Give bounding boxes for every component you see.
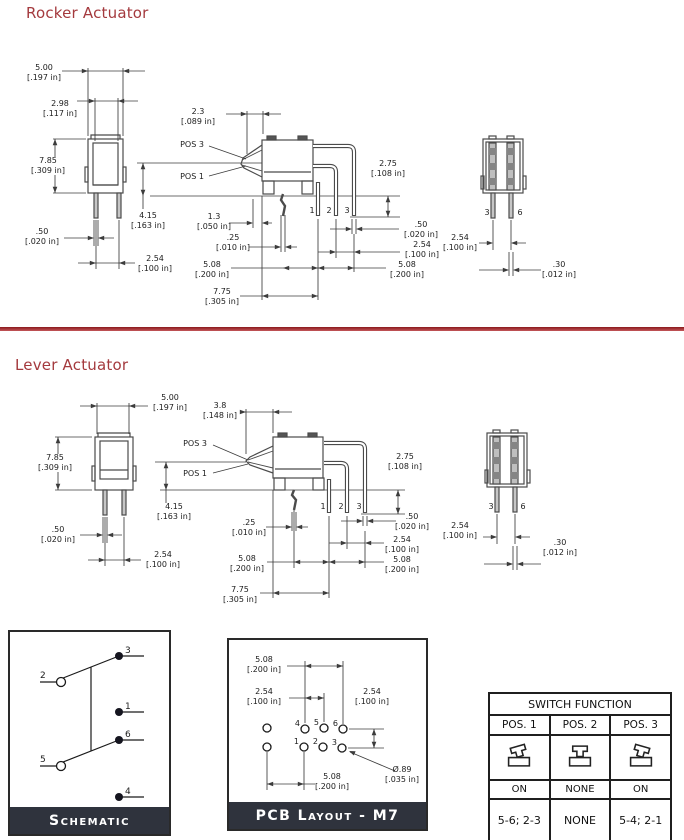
pos3-header: POS. 3	[609, 714, 672, 736]
schematic-diagram: 3 2 1 6 5 4	[40, 646, 144, 801]
lever-section-title: Lever Actuator	[15, 356, 129, 374]
dim-width: 5.00 [.197 in]	[27, 63, 61, 82]
pin-label-5: 5	[40, 755, 46, 765]
pcb-dim-pitch: 2.54 [.100 in]	[247, 687, 281, 706]
dim-travel: 2.3 [.089 in]	[181, 107, 215, 126]
dim-pin-pitch: 2.54 [.100 in]	[146, 550, 180, 569]
pin-label-1: 1	[320, 502, 325, 511]
pos1-header: POS. 1	[488, 714, 551, 736]
rocker-pos2-cell	[548, 734, 612, 781]
pcb-dim-bottom: 5.08 [.200 in]	[315, 772, 349, 791]
table-title: SWITCH FUNCTION	[488, 692, 672, 716]
pos3-label: POS 3	[180, 140, 204, 149]
pin-label-2: 2	[338, 502, 343, 511]
rocker-rear-view: 3 6	[479, 135, 541, 276]
dim-width: 5.00 [.197 in]	[153, 393, 187, 412]
dim-pin-width: .50 [.020 in]	[41, 525, 75, 544]
dim-height: 7.85 [.309 in]	[38, 453, 72, 472]
pin-label-6: 6	[125, 730, 131, 740]
dim-span-right: 5.08 [.200 in]	[390, 260, 424, 279]
dim-body-height: 4.15 [.163 in]	[157, 502, 191, 521]
dim-pin-width: .50 [.020 in]	[404, 220, 438, 239]
pcb-layout-diagram: 4 5 6 1 2 3	[262, 661, 396, 790]
pos3-connections: 5-4; 2-1	[609, 798, 672, 840]
dim-pin-pitch: 2.54 [.100 in]	[405, 240, 439, 259]
pin-label-3: 3	[488, 502, 493, 511]
rocker-pos3-icon	[629, 742, 652, 767]
dim-pin-pitch: 2.54 [.100 in]	[138, 254, 172, 273]
pos2-connections: NONE	[548, 798, 612, 840]
pos3-state: ON	[609, 779, 672, 800]
pcb-dim-hole-dia: Ø.89 [.035 in]	[385, 765, 419, 784]
rocker-side-view: 1 2 3	[137, 111, 400, 300]
pin-label-3: 3	[356, 502, 361, 511]
dim-span-left: 5.08 [.200 in]	[230, 554, 264, 573]
hole-label-5: 5	[314, 718, 319, 727]
pin-label-4: 4	[125, 787, 131, 797]
pin-label-3: 3	[344, 206, 349, 215]
pos3-label: POS 3	[183, 439, 207, 448]
dim-rear-pitch: 2.54 [.100 in]	[443, 233, 477, 252]
schematic-footer-label: Schematic	[10, 807, 169, 834]
dim-pin-length: 2.75 [.108 in]	[371, 159, 405, 178]
dim-pin-width: .50 [.020 in]	[25, 227, 59, 246]
pos1-label: POS 1	[183, 469, 207, 478]
pos1-connections: 5-6; 2-3	[488, 798, 551, 840]
rocker-front-view	[52, 68, 145, 269]
dim-rear-pitch: 2.54 [.100 in]	[443, 521, 477, 540]
dim-pin-thickness: .25 [.010 in]	[216, 233, 250, 252]
pos1-label: POS 1	[180, 172, 204, 181]
pos1-state: ON	[488, 779, 551, 800]
rocker-pos1-cell	[488, 734, 551, 781]
pin-label-6: 6	[517, 208, 522, 217]
pin-label-2: 2	[326, 206, 331, 215]
pin-label-3: 3	[125, 646, 131, 656]
dim-offset: 1.3 [.050 in]	[197, 212, 231, 231]
pcb-dim-top: 5.08 [.200 in]	[247, 655, 281, 674]
dim-body-height: 4.15 [.163 in]	[131, 211, 165, 230]
pin-label-1: 1	[309, 206, 314, 215]
hole-label-2: 2	[313, 737, 318, 746]
pin-label-1: 1	[125, 702, 131, 712]
pos2-header: POS. 2	[548, 714, 612, 736]
lever-rear-view: 3 6	[483, 429, 541, 570]
dim-total-span: 7.75 [.305 in]	[223, 585, 257, 604]
hole-label-3: 3	[332, 738, 337, 747]
dim-total-span: 7.75 [.305 in]	[205, 287, 239, 306]
lever-side-view: 1 2 3	[155, 409, 405, 598]
dim-travel: 3.8 [.148 in]	[203, 401, 237, 420]
dim-span-right: 5.08 [.200 in]	[385, 555, 419, 574]
dim-rear-thickness: .30 [.012 in]	[542, 260, 576, 279]
switch-function-table: SWITCH FUNCTION POS. 1 POS. 2 POS. 3	[488, 692, 672, 840]
pin-label-6: 6	[520, 502, 525, 511]
dim-pin-width: .50 [.020 in]	[395, 512, 429, 531]
pos2-state: NONE	[548, 779, 612, 800]
rocker-pos3-cell	[609, 734, 672, 781]
dim-pin-length: 2.75 [.108 in]	[388, 452, 422, 471]
pcb-dim-right: 2.54 [.100 in]	[355, 687, 389, 706]
schematic-panel: 3 2 1 6 5 4 Schematic	[8, 630, 171, 836]
pcb-footer-label: PCB Layout - M7	[229, 802, 426, 829]
dim-pin-thickness: .25 [.010 in]	[232, 518, 266, 537]
dim-rear-thickness: .30 [.012 in]	[543, 538, 577, 557]
hole-label-6: 6	[333, 719, 338, 728]
section-divider	[0, 327, 684, 331]
dim-pin-pitch: 2.54 [.100 in]	[385, 535, 419, 554]
dim-inner-width: 2.98 [.117 in]	[43, 99, 77, 118]
rocker-section-title: Rocker Actuator	[26, 4, 149, 22]
pin-label-3: 3	[484, 208, 489, 217]
rocker-pos2-icon	[568, 744, 592, 767]
lever-front-view	[55, 403, 148, 566]
pcb-layout-panel: 4 5 6 1 2 3 PCB Layout - M7	[227, 638, 428, 831]
dim-span-left: 5.08 [.200 in]	[195, 260, 229, 279]
dim-height: 7.85 [.309 in]	[31, 156, 65, 175]
rocker-pos1-icon	[508, 742, 531, 767]
hole-label-4: 4	[295, 719, 300, 728]
pin-label-2: 2	[40, 671, 46, 681]
hole-label-1: 1	[294, 737, 299, 746]
